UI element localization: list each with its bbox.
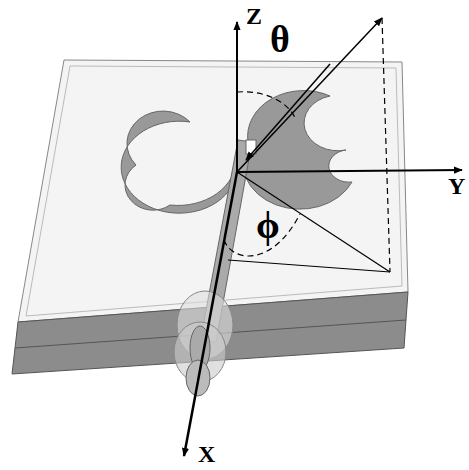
axis-label: Z bbox=[246, 4, 262, 28]
axis-label: Y bbox=[448, 174, 465, 198]
angle-label: θ bbox=[270, 20, 290, 58]
angle-label: ϕ bbox=[256, 206, 280, 244]
axis-label: X bbox=[198, 442, 215, 466]
